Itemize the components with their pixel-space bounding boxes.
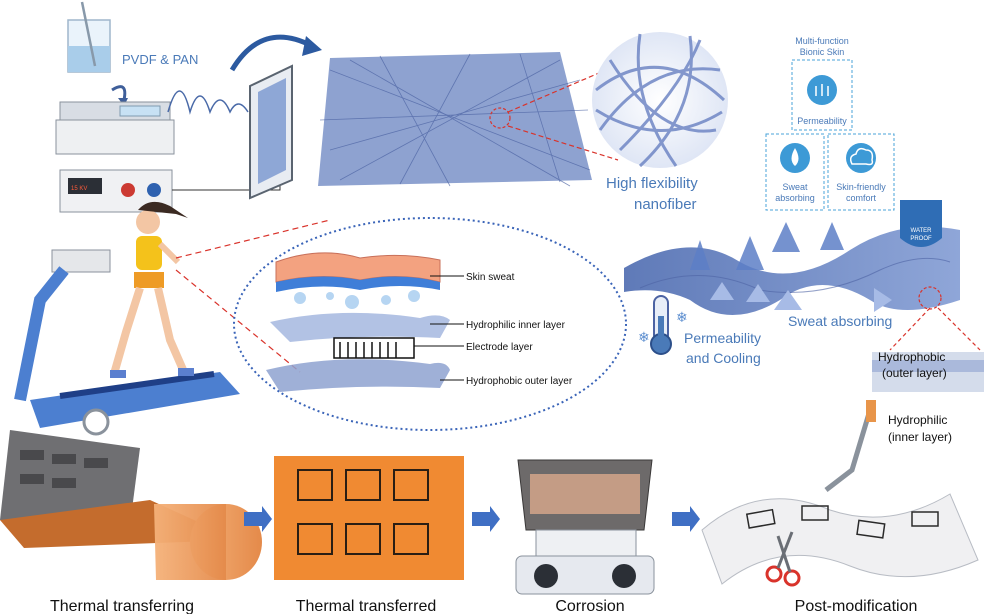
step4-post-modification-graphic	[701, 400, 979, 587]
waterproof-badge-icon: WATER PROOF	[900, 200, 942, 247]
hydrophobic-layer	[266, 359, 450, 392]
hydrophilic-line2: (inner layer)	[888, 430, 952, 444]
step-caption-4: Post-modification	[795, 598, 918, 614]
curved-arrow-icon	[229, 34, 314, 72]
runner-figure-icon	[110, 201, 194, 378]
nanofiber-caption-line1: High flexibility	[606, 175, 698, 192]
skin-sweat-label: Skin sweat	[466, 272, 515, 283]
nanofiber-zoom-disk	[592, 32, 728, 168]
step-caption-2: Thermal transferred	[296, 598, 437, 614]
hydrophilic-line1: Hydrophilic	[888, 413, 947, 427]
voltage-display: 15 KV	[71, 186, 87, 192]
layer-detail-ellipse	[233, 217, 627, 431]
process-arrow-icon	[672, 506, 700, 532]
waterproof-line2: PROOF	[910, 236, 932, 242]
process-arrow-icon	[472, 506, 500, 532]
permeability-cooling-line2: and Cooling	[686, 350, 761, 366]
permeability-cooling-line1: Permeability	[684, 330, 761, 346]
treadmill-icon	[14, 249, 240, 436]
skin-layer	[275, 252, 441, 309]
beaker-icon	[67, 1, 111, 73]
step1-thermal-transferring-graphic	[0, 430, 262, 580]
step3-corrosion-graphic	[515, 459, 655, 595]
hydrophilic-inner-label: Hydrophilic inner layer	[466, 320, 566, 331]
layer-cross-section	[872, 352, 984, 392]
spinning-jet-icon	[167, 90, 249, 115]
sweat-feature-line1: Sweat	[782, 182, 808, 192]
hydrophobic-line2: (outer layer)	[882, 366, 947, 380]
sweat-feature-line2: absorbing	[775, 193, 815, 203]
bionic-skin-features: Multi-function Bionic Skin Permeability …	[765, 36, 895, 211]
step2-thermal-transferred-graphic	[274, 456, 464, 580]
pipette-icon	[824, 409, 873, 492]
bionic-skin-title-line1: Multi-function	[795, 36, 849, 46]
hydrophobic-line1: Hydrophobic	[878, 350, 945, 364]
step-caption-3: Corrosion	[555, 598, 624, 614]
scissors-icon	[765, 531, 801, 587]
electrospinning-setup: 15 KV PVDF & PAN	[55, 1, 322, 213]
snowflake-icon: ❄	[638, 329, 650, 345]
electrode-layer-icon	[333, 337, 415, 359]
solution-label: PVDF & PAN	[122, 52, 198, 67]
skin-feature-line1: Skin-friendly	[836, 182, 886, 192]
transfer-arrow-icon	[111, 85, 127, 101]
syringe-pump-icon	[55, 101, 175, 155]
electrode-layer-label: Electrode layer	[466, 342, 533, 353]
permeability-feature-label: Permeability	[797, 116, 847, 126]
waterproof-line1: WATER	[911, 228, 933, 234]
thermometer-icon	[650, 295, 672, 355]
nanofiber-mat	[318, 52, 592, 187]
nanofiber-caption-line2: nanofiber	[634, 196, 697, 213]
step-caption-1: Thermal transferring	[50, 598, 194, 614]
hydrophobic-outer-label: Hydrophobic outer layer	[466, 376, 573, 387]
snowflake-icon: ❄	[676, 309, 688, 325]
wavy-membrane	[624, 222, 960, 315]
bionic-skin-title-line2: Bionic Skin	[800, 47, 845, 57]
sweat-absorbing-label: Sweat absorbing	[788, 313, 892, 329]
hydrophilic-layer	[270, 312, 450, 342]
process-arrow-icon	[244, 506, 272, 532]
skin-feature-line2: comfort	[846, 193, 877, 203]
